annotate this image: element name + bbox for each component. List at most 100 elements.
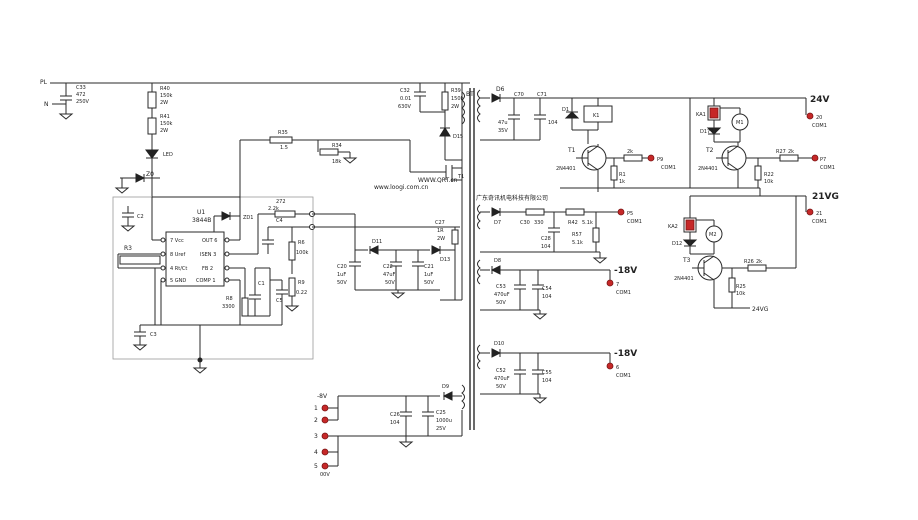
snubber: C32 0.01 630V R39 150k 2W D15 T1 xyxy=(398,83,464,222)
relay-ka2-driver: KA2 D12 M2 T3 2N4401 R26 2k R25 10k 24VG xyxy=(668,196,797,313)
c27-value: 1R xyxy=(437,228,444,234)
conn-pin-5 xyxy=(321,462,329,470)
c20-label: C20 xyxy=(337,264,347,270)
mains-rail: PL N C33 472 250V xyxy=(40,79,470,120)
led-label: LED xyxy=(163,152,173,158)
relay-k1-driver: D1 K1 T1 2N4401 2k R1 1k P9 COM1 xyxy=(556,98,676,192)
r57-label: R57 xyxy=(572,232,582,238)
output-n8: -8V D9 C26 104 C25 1000u 25V xyxy=(314,384,463,478)
r35-value: 1.5 xyxy=(280,145,288,151)
output-n18-a: D8 -18V 7 COM1 C53 470uF 50V C54 104 xyxy=(480,258,637,320)
conn-pin-1 xyxy=(321,404,329,412)
watermark-url-top: WWW.QRT.cn xyxy=(418,177,458,184)
r39-label: R39 xyxy=(451,88,461,94)
r3-label: R3 xyxy=(124,245,132,252)
terminal-7-com: COM1 xyxy=(616,290,631,296)
d10-label: D10 xyxy=(494,341,504,347)
rail-l-label: PL xyxy=(40,79,48,86)
c22-value: 47uF xyxy=(383,272,396,278)
m2-label: M2 xyxy=(709,232,717,238)
u1-chip xyxy=(165,231,225,287)
terminal-p9-label: P9 xyxy=(657,157,663,163)
r35-label: R35 xyxy=(278,130,288,136)
c22-label: C22 xyxy=(383,264,393,270)
c28-value: 104 xyxy=(541,244,551,250)
r22-label: R22 xyxy=(764,172,774,178)
d1-label: D1 xyxy=(562,107,569,113)
ka1-label: KA1 xyxy=(696,112,706,118)
c53-label: C53 xyxy=(496,284,506,290)
terminal-21-com: COM1 xyxy=(812,219,827,225)
t1-label: T1 xyxy=(567,147,576,154)
d9-label: D9 xyxy=(442,384,449,390)
c33-rating: 250V xyxy=(76,99,90,105)
c21-label: C21 xyxy=(424,264,434,270)
conn-pin-1-label: 1 xyxy=(314,405,318,412)
terminal-7-label: 7 xyxy=(616,282,619,288)
r26-label: R26 xyxy=(744,259,754,265)
c32-rating: 630V xyxy=(398,104,412,110)
r34-label: R34 xyxy=(332,143,342,149)
label-24v: 24V xyxy=(810,95,830,105)
d15-label: D15 xyxy=(453,134,463,140)
t2-label: T2 xyxy=(705,147,714,154)
neutral-label: N xyxy=(44,101,49,108)
d12-label: D12 xyxy=(672,241,682,247)
c52-label: C52 xyxy=(496,368,506,374)
u1-pin-vcc: 7 Vcc xyxy=(170,238,184,244)
r8-label: R8 xyxy=(226,296,233,302)
terminal-21-label: 21 xyxy=(816,211,822,217)
c32-label: C32 xyxy=(400,88,410,94)
c70-rating: 35V xyxy=(498,128,508,134)
m1-label: M1 xyxy=(736,120,744,126)
c2-label: C2 xyxy=(137,214,144,220)
terminal-21 xyxy=(806,208,814,216)
terminal-p7 xyxy=(811,154,819,162)
c30-value: 330 xyxy=(534,220,544,226)
t1-model: 2N4401 xyxy=(556,166,576,172)
d6-label: D6 xyxy=(496,86,505,93)
c52-value: 470uF xyxy=(494,376,510,382)
k1-label: K1 xyxy=(593,113,599,119)
c54-label: C54 xyxy=(542,286,552,292)
r41-label: R41 xyxy=(160,114,170,120)
u1-pin-rtct: 4 Rt/Ct xyxy=(170,266,187,272)
d17-label: D17 xyxy=(700,129,710,135)
terminal-20 xyxy=(806,112,814,120)
conn-00v-label: 00V xyxy=(320,472,330,478)
c21-value: 1uF xyxy=(424,272,433,278)
c3-label: C3 xyxy=(150,332,157,338)
c26-label: C26 xyxy=(390,412,400,418)
t2-model: 2N4401 xyxy=(698,166,718,172)
r34-value: 18k xyxy=(332,159,341,165)
c52-rating: 50V xyxy=(496,384,506,390)
terminal-20-label: 20 xyxy=(816,115,822,121)
c55-value: 104 xyxy=(542,378,552,384)
r39-power: 2W xyxy=(451,104,459,110)
u1-pin-uref: 8 Uref xyxy=(170,252,185,258)
u1-pin-isen: ISEN 3 xyxy=(200,252,216,258)
r42-value: 5.1k xyxy=(582,220,593,226)
r39-value: 150k xyxy=(451,96,464,102)
label-21vg: 21VG xyxy=(812,192,839,202)
r1-value: 1k xyxy=(619,179,625,185)
r41-value: 150k xyxy=(160,121,173,127)
r1-label: R1 xyxy=(619,172,626,178)
c32-value: 0.01 xyxy=(400,96,411,102)
terminal-20-com: COM1 xyxy=(812,123,827,129)
transformer-label: BT xyxy=(466,91,474,98)
conn-pin-4-label: 4 xyxy=(314,449,318,456)
r57-value: 5.1k xyxy=(572,240,583,246)
d8-label: D8 xyxy=(494,258,501,264)
conn-pin-4 xyxy=(321,448,329,456)
c27-label: C27 xyxy=(435,220,445,226)
c33-value: 472 xyxy=(76,92,86,98)
conn-pin-5-label: 5 xyxy=(314,463,318,470)
u1-pin-fb: FB 2 xyxy=(202,266,213,272)
terminal-p5 xyxy=(617,208,625,216)
r-gate-label: 2.2k xyxy=(268,206,279,212)
c25-label: C25 xyxy=(436,410,446,416)
label-n18-a: -18V xyxy=(614,266,637,276)
d13-label: D13 xyxy=(440,257,450,263)
